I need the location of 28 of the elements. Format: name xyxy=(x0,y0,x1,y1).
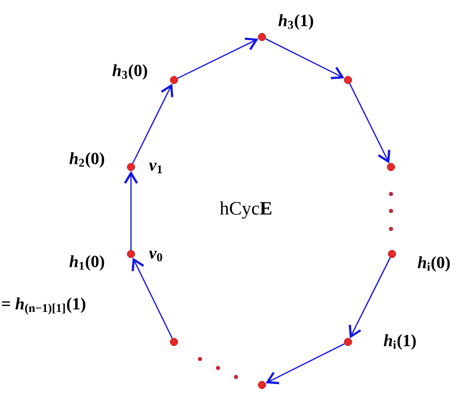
cycle-label: hCycE xyxy=(220,201,272,219)
arrow xyxy=(132,84,174,164)
arrow xyxy=(349,83,390,164)
arrow xyxy=(132,258,173,339)
vertex-label: v$_{0}$ xyxy=(149,250,162,262)
vertex-label: h$_{3}$(1) xyxy=(278,14,314,30)
vertex-dot xyxy=(387,163,395,171)
vertex-dot xyxy=(127,163,135,171)
vertex-label: h$_{i}$(1) xyxy=(384,334,416,350)
arrow xyxy=(266,343,345,384)
arrow xyxy=(348,257,391,338)
vertex-dot xyxy=(388,250,396,258)
vertex-dot xyxy=(170,338,178,346)
vertex-label: v$_{1}$ xyxy=(149,162,162,174)
vertex-dot xyxy=(170,76,178,84)
vertex-dot xyxy=(344,76,352,84)
vertex-dot xyxy=(258,33,266,41)
vertex-dot xyxy=(258,381,266,389)
arrow xyxy=(177,38,258,79)
vertex-dot xyxy=(344,338,352,346)
vertex-label: h$_{i}$(0) xyxy=(418,256,450,272)
vertex-label: h$_{2}$(0) xyxy=(69,152,104,168)
vertex-label: h$_{1}$(0) xyxy=(69,255,104,271)
equation-label: = h$_{(n−1)[1]}$(1) xyxy=(2,298,86,314)
arrow xyxy=(124,171,138,250)
vertex-dot xyxy=(127,250,135,258)
vertex-label: h$_{3}$(0) xyxy=(112,64,148,80)
arrow xyxy=(265,38,344,80)
